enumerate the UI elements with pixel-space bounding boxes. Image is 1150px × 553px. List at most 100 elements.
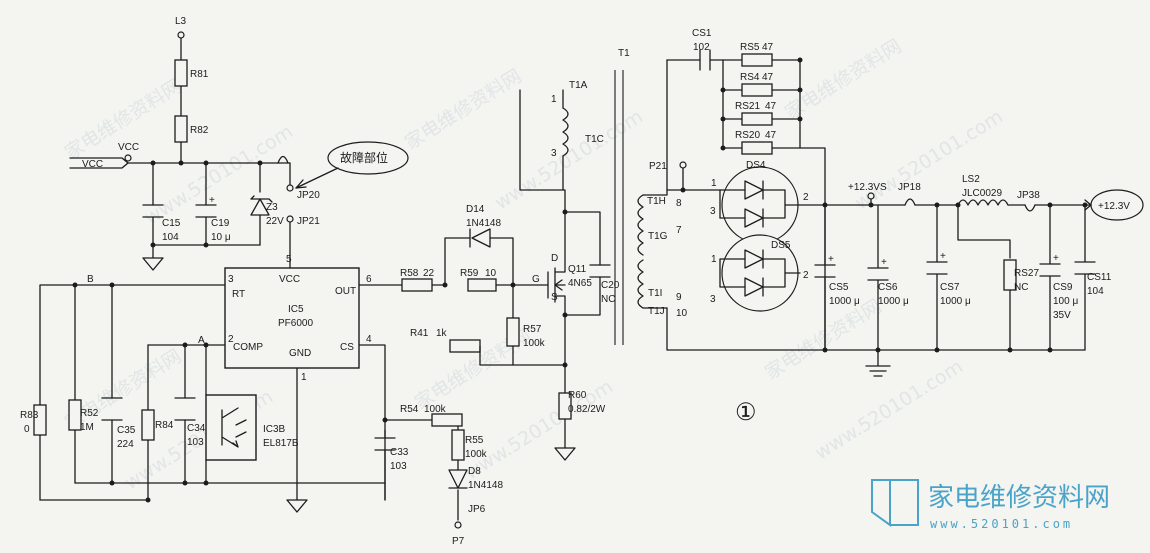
label-r57-value: 100k <box>523 338 546 349</box>
label-net-a: A <box>198 335 205 346</box>
transformer-secondary <box>637 59 1086 351</box>
label-jp6: JP6 <box>468 504 486 515</box>
label-vcc-net: VCC <box>118 142 139 153</box>
label-t1g: T1G <box>648 231 668 242</box>
label-ds4-pin1: 1 <box>711 178 717 189</box>
label-rs4-value: 47 <box>762 72 774 83</box>
label-c20: C20 <box>601 280 620 291</box>
label-t-pin10: 10 <box>676 308 688 319</box>
label-comp: COMP <box>233 342 263 353</box>
label-t-pin3: 3 <box>551 148 557 159</box>
label-c35-value: 224 <box>117 439 134 450</box>
label-cs9-voltage: 35V <box>1053 310 1071 321</box>
label-rs27-value: NC <box>1014 282 1028 293</box>
label-c15-value: 104 <box>162 232 179 243</box>
label-r60-value: 0.82/2W <box>568 404 606 415</box>
label-pin1: 1 <box>301 372 307 383</box>
ic5-chip <box>224 267 360 369</box>
resistor-r81 <box>174 59 188 87</box>
resistor-rs20 <box>741 141 773 155</box>
label-c35: C35 <box>117 425 136 436</box>
label-jp21: JP21 <box>297 216 320 227</box>
diode-d14 <box>444 228 514 286</box>
watermark-text: 家电维修资料网 <box>401 65 525 154</box>
label-ic3b-part: EL817B <box>263 438 299 449</box>
book-icon <box>871 479 891 527</box>
label-t-pin1: 1 <box>551 94 557 105</box>
label-cs9-value: 100 μ <box>1053 296 1078 307</box>
label-pin5: 5 <box>286 254 292 265</box>
label-gnd: GND <box>289 348 311 359</box>
label-vcc-pin: VCC <box>279 274 300 285</box>
label-cs11-value: 104 <box>1087 286 1104 297</box>
label-ds5: DS5 <box>771 240 791 251</box>
label-r82: R82 <box>190 125 209 136</box>
label-ds4: DS4 <box>746 160 766 171</box>
polarity-marks: + + + + + <box>209 195 1059 268</box>
label-r60: R60 <box>568 390 587 401</box>
label-r59: R59 <box>460 268 479 279</box>
label-t-pin8: 8 <box>676 198 682 209</box>
label-p21: P21 <box>649 161 667 172</box>
resistor-rs27 <box>1003 259 1017 291</box>
label-out: OUT <box>335 286 356 297</box>
snubber <box>666 49 826 351</box>
label-cs1-value: 102 <box>693 42 710 53</box>
label-r58: R58 <box>400 268 419 279</box>
label-rail-12v3vs: +12.3VS <box>848 182 887 193</box>
label-ds4-pin2: 2 <box>803 192 809 203</box>
label-fault-location: 故障部位 <box>340 150 388 165</box>
label-c34-value: 103 <box>187 437 204 448</box>
opto-body <box>205 394 257 461</box>
label-output-12v3: +12.3V <box>1098 201 1130 212</box>
label-pin3: 3 <box>228 274 234 285</box>
label-rs20: RS20 <box>735 130 760 141</box>
resistor-rs5 <box>741 53 773 67</box>
label-t-pin9: 9 <box>676 292 682 303</box>
label-cs6-value: 1000 μ <box>878 296 909 307</box>
label-c33: C33 <box>390 447 409 458</box>
label-l3: L3 <box>175 16 187 27</box>
watermark-url: www.520101.com <box>461 375 617 484</box>
label-cs7-value: 1000 μ <box>940 296 971 307</box>
label-pin6: 6 <box>366 274 372 285</box>
resistor-rs21 <box>741 112 773 126</box>
logo-text: 家电维修资料网 <box>928 483 1110 513</box>
label-cs11: CS11 <box>1087 272 1112 283</box>
label-ic5: IC5 <box>288 304 304 315</box>
label-ds5-pin2: 2 <box>803 270 809 281</box>
label-r84: R84 <box>155 420 174 431</box>
label-rs20-value: 47 <box>765 130 777 141</box>
label-r52: R52 <box>80 408 99 419</box>
svg-text:+: + <box>209 195 215 206</box>
label-d8-part: 1N4148 <box>468 480 503 491</box>
svg-text:+: + <box>1053 253 1059 264</box>
opto-ic3b <box>205 394 257 461</box>
label-r52-value: 1M <box>80 422 94 433</box>
label-r83-value: 0 <box>24 424 30 435</box>
fault-callout <box>295 141 409 189</box>
label-ds5-pin3: 3 <box>710 294 716 305</box>
mosfet-q11 <box>479 209 611 461</box>
resistor-r41 <box>449 339 481 353</box>
label-jp38: JP38 <box>1017 190 1040 201</box>
rectifier-ds4-ds5 <box>719 166 828 312</box>
resistor-r83 <box>33 404 47 436</box>
svg-text:+: + <box>828 254 834 265</box>
label-r59-value: 10 <box>485 268 497 279</box>
resistor-r82 <box>174 115 188 143</box>
label-t1: T1 <box>618 48 630 59</box>
label-r55: R55 <box>465 435 484 446</box>
label-r55-value: 100k <box>465 449 488 460</box>
label-t1h: T1H <box>647 196 666 207</box>
label-t1i: T1I <box>648 288 662 299</box>
label-rs5-value: 47 <box>762 42 774 53</box>
label-rs21: RS21 <box>735 101 760 112</box>
label-q11: Q11 <box>568 264 587 275</box>
label-r41: R41 <box>410 328 429 339</box>
label-r81: R81 <box>190 69 209 80</box>
label-rt: RT <box>232 289 245 300</box>
label-ds5-pin1: 1 <box>711 254 717 265</box>
label-c34: C34 <box>187 423 206 434</box>
